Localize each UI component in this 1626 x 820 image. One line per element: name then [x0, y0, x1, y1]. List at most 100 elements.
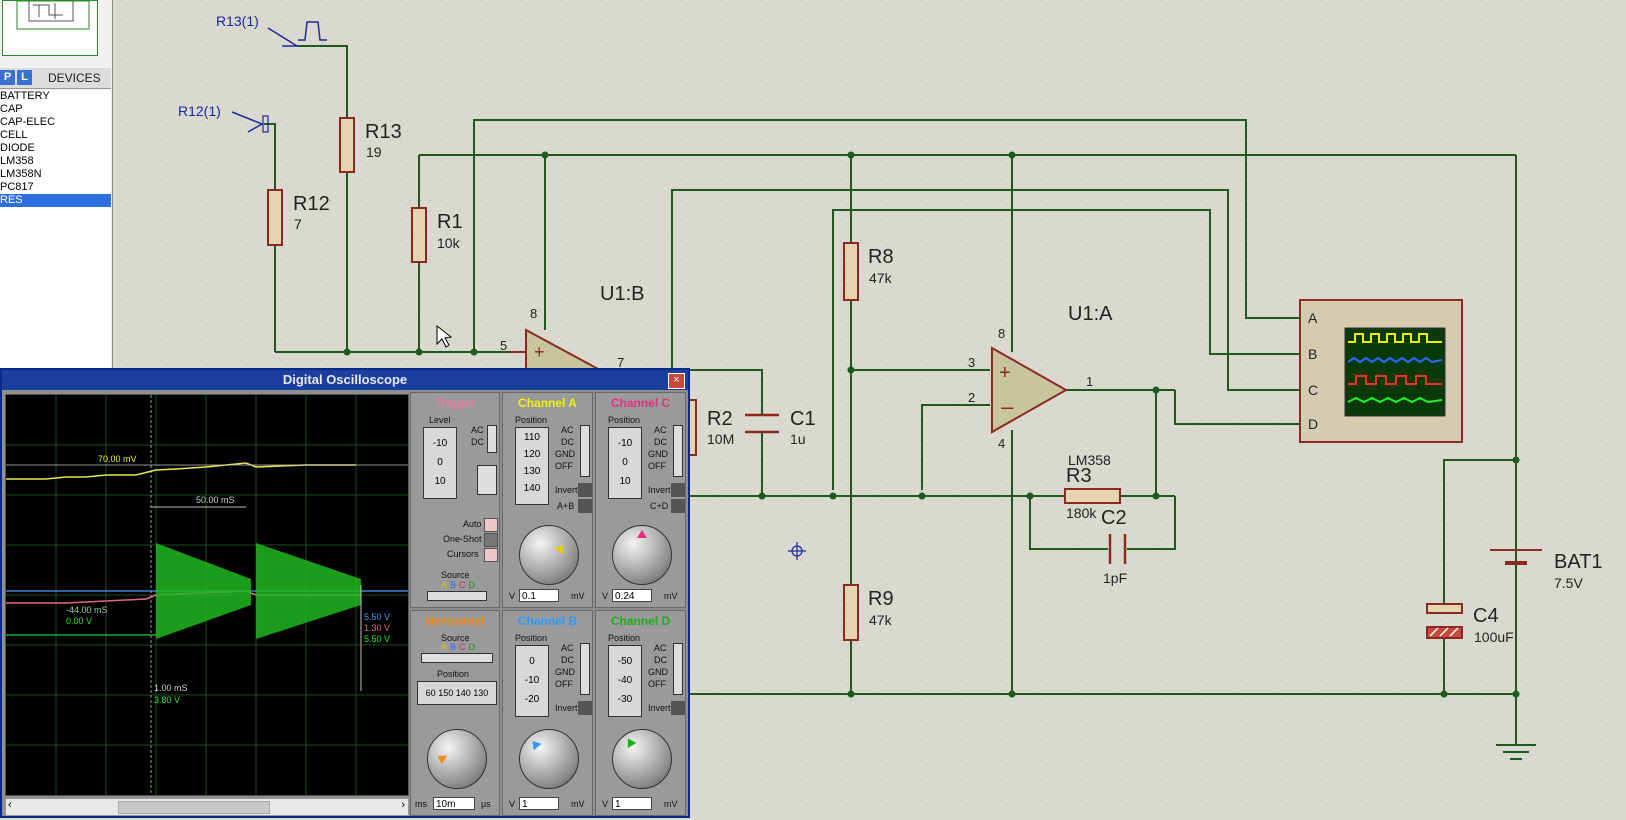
u1b-name: U1:B: [600, 283, 644, 305]
channel-d-coupling-switch[interactable]: [673, 643, 683, 695]
trigger-level-roller[interactable]: -10 0 10: [423, 427, 457, 499]
channel-c-off[interactable]: OFF: [648, 461, 666, 471]
position-label: Position: [437, 669, 470, 679]
channel-a-dc[interactable]: DC: [561, 437, 574, 447]
channel-d-position-roller[interactable]: -50 -40 -30: [608, 645, 642, 717]
channel-c-ac[interactable]: AC: [654, 425, 667, 435]
channel-c-title: Channel C: [610, 396, 671, 410]
channel-b-gain-knob[interactable]: [519, 729, 579, 789]
scroll-right-icon[interactable]: ›: [401, 799, 405, 811]
channel-c-mode-toggle[interactable]: [671, 499, 685, 513]
horizontal-panel: Horizontal Source ABCD Position 60 150 1…: [410, 610, 500, 816]
scroll-left-icon[interactable]: ‹: [8, 799, 12, 811]
r12-terminal-label: R12(1): [178, 103, 221, 119]
c1-symbol[interactable]: [745, 413, 779, 434]
bat1-symbol[interactable]: [1490, 549, 1542, 565]
r1-body[interactable]: [411, 207, 427, 263]
r8-body[interactable]: [843, 242, 859, 301]
channel-d-invert-toggle[interactable]: [671, 701, 685, 715]
list-item[interactable]: RES: [0, 194, 111, 207]
channel-a-coupling-switch[interactable]: [580, 425, 590, 477]
unit-label: ms: [415, 799, 427, 809]
list-item[interactable]: DIODE: [0, 142, 35, 154]
list-item[interactable]: CELL: [0, 129, 28, 141]
r13-terminal[interactable]: R13(1): [216, 13, 327, 47]
channel-a-mode-toggle[interactable]: [578, 499, 592, 513]
horizontal-scrollbar[interactable]: ‹ ›: [5, 798, 409, 816]
channel-b-coupling-switch[interactable]: [580, 643, 590, 695]
channel-a-gain-knob[interactable]: [519, 525, 579, 585]
channel-d-gain-value[interactable]: 1: [612, 797, 652, 810]
r9-body[interactable]: [843, 584, 859, 641]
overview-preview[interactable]: [2, 0, 98, 56]
channel-d-gain-knob[interactable]: [612, 729, 672, 789]
pick-device-button[interactable]: P: [0, 70, 15, 85]
channel-c-invert-toggle[interactable]: [671, 483, 685, 497]
r13-body[interactable]: [339, 117, 355, 173]
trigger-dc-option[interactable]: DC: [471, 437, 484, 447]
r12-body[interactable]: [267, 189, 283, 246]
oscilloscope-instrument[interactable]: A B C D: [1299, 299, 1463, 443]
c4-symbol[interactable]: [1426, 603, 1463, 639]
list-item[interactable]: LM358: [0, 155, 34, 167]
channel-b-ac[interactable]: AC: [561, 643, 574, 653]
u1a-opamp[interactable]: + –: [991, 346, 1069, 434]
channel-b-dc[interactable]: DC: [561, 655, 574, 665]
r3-body[interactable]: [1064, 488, 1121, 504]
channel-d-dc[interactable]: DC: [654, 655, 667, 665]
oscilloscope-title[interactable]: Digital Oscilloscope: [2, 370, 688, 390]
timebase-knob[interactable]: [427, 729, 487, 789]
list-item[interactable]: LM358N: [0, 168, 42, 180]
timebase-value[interactable]: 10m: [433, 797, 475, 810]
unit-label: mV: [571, 799, 585, 809]
r12-terminal[interactable]: R12(1): [178, 103, 269, 133]
close-button[interactable]: ×: [668, 373, 685, 389]
trigger-ac-option[interactable]: AC: [471, 425, 484, 435]
oscilloscope-window: Digital Oscilloscope × 50.00 mS 70.00 mV…: [0, 368, 690, 818]
channel-b-gain-value[interactable]: 1: [519, 797, 559, 810]
r3-value: 180k: [1066, 505, 1097, 521]
horizontal-source-slider[interactable]: [421, 653, 493, 663]
auto-toggle[interactable]: [484, 518, 498, 532]
channel-d-ac[interactable]: AC: [654, 643, 667, 653]
channel-c-coupling-switch[interactable]: [673, 425, 683, 477]
channel-a-gnd[interactable]: GND: [555, 449, 575, 459]
channel-a-position-roller[interactable]: 110 120 130 140: [515, 427, 549, 505]
channel-b-position-roller[interactable]: 0 -10 -20: [515, 645, 549, 717]
knob-pointer-icon: [528, 737, 542, 751]
devices-title: DEVICES: [48, 71, 101, 85]
bottom-volt-readout: 3.80 V: [154, 695, 180, 705]
c2-symbol[interactable]: [1108, 534, 1127, 564]
channel-a-gain-value[interactable]: 0.1: [519, 589, 559, 602]
channel-c-dc[interactable]: DC: [654, 437, 667, 447]
edge-switch[interactable]: [477, 465, 497, 495]
one-shot-toggle[interactable]: [484, 533, 498, 547]
channel-c-gnd[interactable]: GND: [648, 449, 668, 459]
cursors-toggle[interactable]: [484, 548, 498, 562]
channel-a-ac[interactable]: AC: [561, 425, 574, 435]
channel-c-gain-knob[interactable]: [612, 525, 672, 585]
channel-b-off[interactable]: OFF: [555, 679, 573, 689]
channel-a-invert-toggle[interactable]: [578, 483, 592, 497]
list-item[interactable]: CAP-ELEC: [0, 116, 56, 128]
library-button[interactable]: L: [17, 70, 32, 85]
u1a-part: LM358: [1068, 452, 1111, 468]
channel-c-gain-value[interactable]: 0.24: [612, 589, 652, 602]
list-item[interactable]: PC817: [0, 181, 34, 193]
channel-c-position-roller[interactable]: -10 0 10: [608, 427, 642, 499]
channel-d-off[interactable]: OFF: [648, 679, 666, 689]
coupling-switch[interactable]: [487, 425, 497, 453]
channel-b-gnd[interactable]: GND: [555, 667, 575, 677]
channel-d-gnd[interactable]: GND: [648, 667, 668, 677]
channel-b-invert-toggle[interactable]: [578, 701, 592, 715]
horizontal-position-roller[interactable]: 60 150 140 130: [417, 681, 497, 705]
device-list[interactable]: BATTERY CAP CAP-ELEC CELL DIODE LM358 LM…: [0, 90, 111, 368]
trigger-source-slider[interactable]: [427, 591, 487, 601]
scroll-thumb[interactable]: [118, 801, 270, 814]
list-item[interactable]: BATTERY: [0, 90, 50, 102]
c4-name: C4: [1473, 605, 1499, 627]
channel-a-off[interactable]: OFF: [555, 461, 573, 471]
bat1-name: BAT1: [1554, 551, 1603, 573]
scope-screen[interactable]: 50.00 mS 70.00 mV -44.00 mS 0.00 V 5.50 …: [5, 394, 409, 796]
list-item[interactable]: CAP: [0, 103, 23, 115]
